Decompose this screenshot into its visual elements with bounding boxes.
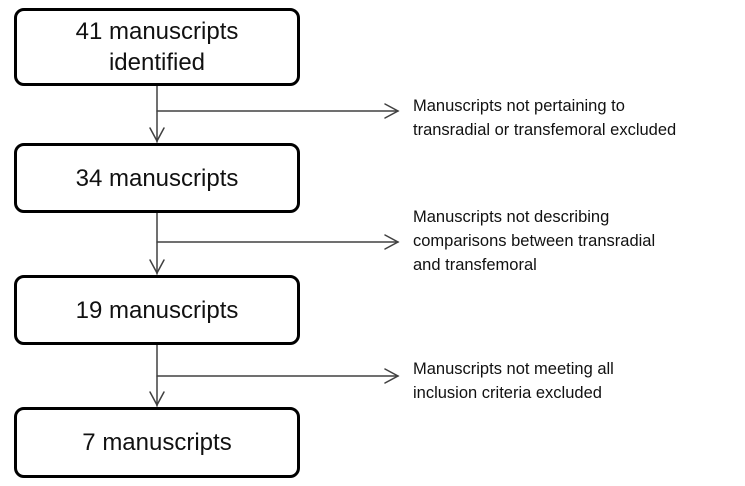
- step-box-19: 19 manuscripts: [14, 275, 300, 345]
- down-arrowhead-1: [149, 127, 165, 143]
- step-box-identified: 41 manuscripts identified: [14, 8, 300, 86]
- exclusion-note-3: Manuscripts not meeting all inclusion cr…: [413, 360, 614, 402]
- exclusion-note-1: Manuscripts not pertaining to transradia…: [413, 97, 677, 139]
- side-arrowhead-1: [384, 103, 400, 119]
- exclusion-note-2: Manuscripts not describing comparisons b…: [413, 208, 656, 274]
- step-label-identified: 41 manuscripts identified: [75, 18, 239, 76]
- step-label-7: 7 manuscripts: [82, 429, 232, 456]
- step-box-7: 7 manuscripts: [14, 407, 300, 478]
- step-label-34: 34 manuscripts: [75, 164, 239, 192]
- step-box-34: 34 manuscripts: [14, 143, 300, 213]
- step-label-19: 19 manuscripts: [75, 296, 239, 324]
- side-arrowhead-2: [384, 234, 400, 250]
- side-arrowhead-3: [384, 368, 400, 384]
- down-arrowhead-2: [149, 259, 165, 275]
- down-arrowhead-3: [149, 391, 165, 407]
